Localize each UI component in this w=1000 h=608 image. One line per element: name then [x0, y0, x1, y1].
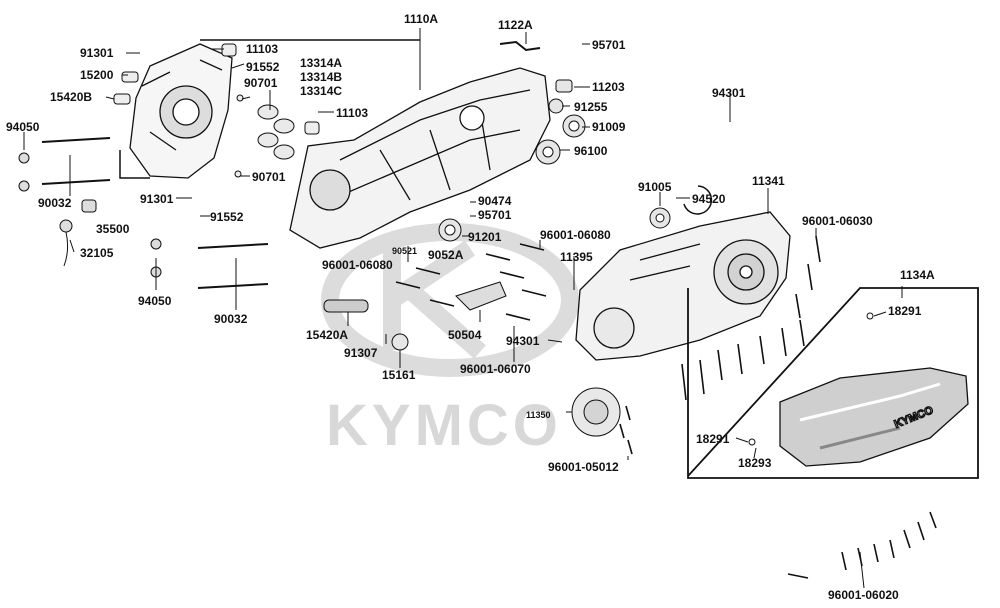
- label-96001-06070: 96001-06070: [460, 362, 531, 376]
- label-90032-mid: 90032: [214, 312, 248, 326]
- bolt-group-96001-06030: [681, 235, 821, 401]
- label-90701-mid: 90701: [252, 170, 286, 184]
- label-18291-left: 18291: [696, 432, 730, 446]
- seals-bearings: [391, 79, 671, 351]
- label-91201: 91201: [468, 230, 502, 244]
- label-96001-06020: 96001-06020: [828, 588, 899, 602]
- label-15420A: 15420A: [306, 328, 349, 342]
- label-94520: 94520: [692, 192, 726, 206]
- label-18291-top: 18291: [888, 304, 922, 318]
- label-91307: 91307: [344, 346, 378, 360]
- label-91005: 91005: [638, 180, 672, 194]
- sensor-32105: [59, 199, 97, 267]
- bolt-group-center: [395, 243, 547, 321]
- label-96001-05012: 96001-05012: [548, 460, 619, 474]
- label-94050-left: 94050: [6, 120, 40, 134]
- label-96100: 96100: [574, 144, 608, 158]
- label-96001-06030: 96001-06030: [802, 214, 873, 228]
- label-11103-top: 11103: [246, 42, 279, 56]
- label-91552-top: 91552: [246, 60, 280, 74]
- label-95701-mid: 95701: [478, 208, 512, 222]
- label-1134A: 1134A: [900, 268, 935, 282]
- label-96001-06080-right: 96001-06080: [540, 228, 611, 242]
- label-1122A: 1122A: [498, 18, 533, 32]
- label-13314A: 13314A: [300, 56, 343, 70]
- pins-and-bushings: [113, 43, 320, 178]
- camshaft-15420A: [323, 299, 369, 313]
- label-95701-top: 95701: [592, 38, 626, 52]
- long-studs: [41, 137, 269, 289]
- bearing-stack: [257, 104, 295, 160]
- left-crankcase-half: [129, 43, 233, 179]
- right-crankcase-half: [289, 67, 551, 249]
- label-90474: 90474: [478, 194, 512, 208]
- hose-1122A: [499, 40, 541, 52]
- label-1110A: 1110A: [404, 12, 439, 26]
- label-9052A: 9052A: [428, 248, 464, 262]
- cover-11350: [571, 387, 621, 437]
- cvt-cover-11395: [575, 211, 791, 361]
- label-11395: 11395: [560, 250, 593, 264]
- label-13314C: 13314C: [300, 84, 343, 98]
- label-15200: 15200: [80, 68, 114, 82]
- outer-cover-1134A: KYMCO: [779, 367, 969, 467]
- label-90521: 90521: [392, 246, 418, 256]
- bolts-96001-05012: [619, 405, 633, 455]
- label-90701-top: 90701: [244, 76, 278, 90]
- bolt-group-96001-06020: [787, 511, 937, 579]
- label-32105: 32105: [80, 246, 114, 260]
- clip-18291-top: [866, 312, 874, 320]
- leader-96001-06020: [859, 551, 865, 589]
- label-15420B: 15420B: [50, 90, 93, 104]
- box-1134A: [687, 287, 979, 479]
- nuts-94050: [18, 152, 162, 278]
- label-94301-mid: 94301: [506, 334, 540, 348]
- circlip-94520: [683, 185, 713, 215]
- label-13314B: 13314B: [300, 70, 343, 84]
- label-11350: 11350: [526, 410, 551, 420]
- label-18293: 18293: [738, 456, 772, 470]
- bracket-left: [119, 150, 150, 179]
- label-91552-mid: 91552: [210, 210, 244, 224]
- label-11203: 11203: [592, 80, 625, 94]
- label-11341: 11341: [752, 174, 785, 188]
- label-50504: 50504: [448, 328, 482, 342]
- label-94301-right: 94301: [712, 86, 746, 100]
- clip-18291-left: [748, 438, 756, 446]
- label-94050-mid: 94050: [138, 294, 172, 308]
- label-91301-mid: 91301: [140, 192, 174, 206]
- leader-lines: [23, 32, 903, 460]
- label-91301-top: 91301: [80, 46, 114, 60]
- label-11103-mid: 11103: [336, 106, 369, 120]
- label-90032-left: 90032: [38, 196, 72, 210]
- label-15161: 15161: [382, 368, 416, 382]
- kymco-watermark: KYMCO: [326, 393, 562, 458]
- label-91255: 91255: [574, 100, 608, 114]
- bracket-50504: [455, 281, 507, 311]
- label-35500: 35500: [96, 222, 130, 236]
- label-91009: 91009: [592, 120, 626, 134]
- label-96001-06080-left: 96001-06080: [322, 258, 393, 272]
